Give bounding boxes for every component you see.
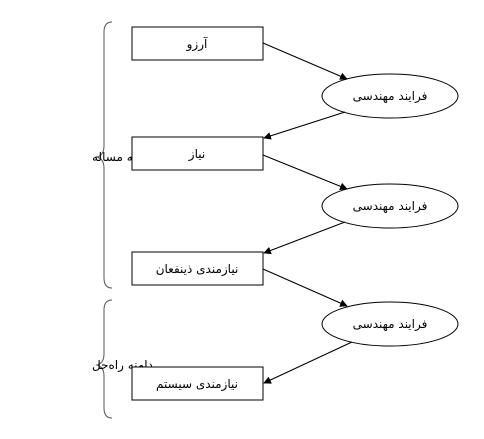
arrow-desire-to-process-1 xyxy=(262,42,348,80)
box-system-requirement-label: نیازمندی سیستم xyxy=(156,377,238,392)
box-system-requirement: نیازمندی سیستم xyxy=(131,366,264,401)
box-need: نیاز xyxy=(131,136,264,171)
process-engineering-3-label: فرایند مهندسی xyxy=(353,317,428,332)
solution-domain-brace xyxy=(95,299,113,419)
arrow-process-2-to-stakeholder-need xyxy=(263,221,346,255)
arrow-process-3-to-system-requirement xyxy=(263,341,353,384)
box-stakeholder-need-label: نیازمندی ذینفعان xyxy=(156,262,239,277)
process-engineering-2-label: فرایند مهندسی xyxy=(353,199,428,214)
arrow-stakeholder-need-to-process-3 xyxy=(262,268,348,307)
process-engineering-3: فرایند مهندسی xyxy=(321,301,459,347)
process-engineering-2: فرایند مهندسی xyxy=(321,183,459,229)
process-engineering-1-label: فرایند مهندسی xyxy=(353,89,428,104)
arrow-process-1-to-need xyxy=(263,111,346,140)
box-desire-label: آرزو xyxy=(186,36,208,52)
process-engineering-1: فرایند مهندسی xyxy=(321,73,459,119)
box-desire: آرزو xyxy=(131,26,264,61)
box-need-label: نیاز xyxy=(188,147,205,162)
problem-domain-brace xyxy=(95,21,113,289)
arrow-need-to-process-2 xyxy=(262,154,348,190)
box-stakeholder-need: نیازمندی ذینفعان xyxy=(131,251,264,286)
